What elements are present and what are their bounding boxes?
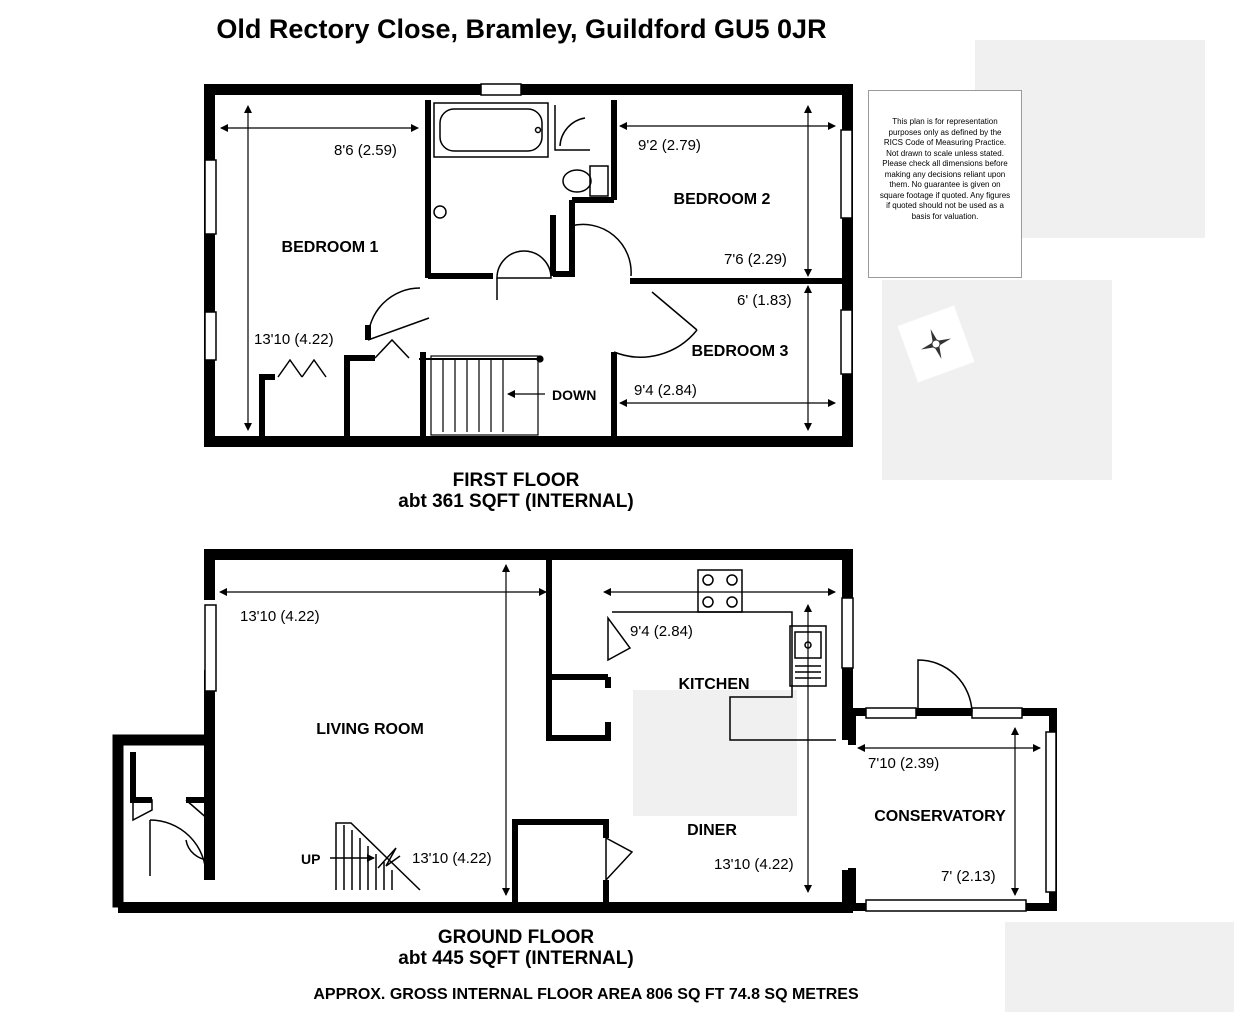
dim-living-room-length: 13'10 (4.22) (412, 850, 492, 867)
dim-conservatory-length: 7' (2.13) (941, 868, 996, 885)
room-label-conservatory: CONSERVATORY (874, 808, 1006, 825)
dim-conservatory-width: 7'10 (2.39) (868, 755, 939, 772)
stairs-up-label: UP (301, 851, 320, 867)
dim-bedroom-2-width: 9'2 (2.79) (638, 137, 701, 154)
room-label-diner: DINER (687, 822, 737, 839)
dim-bedroom-3-length: 6' (1.83) (737, 292, 792, 309)
room-label-kitchen: KITCHEN (678, 676, 749, 693)
first-floor-area: abt 361 SQFT (INTERNAL) (398, 491, 634, 512)
first-floor-dimension-lines (220, 105, 836, 431)
room-label-bedroom-3: BEDROOM 3 (692, 343, 789, 360)
room-label-bedroom-1: BEDROOM 1 (282, 239, 379, 256)
dim-bedroom-1-width: 8'6 (2.59) (334, 142, 397, 159)
disclaimer-text: This plan is for representation purposes… (879, 117, 1011, 221)
dim-diner-length: 13'10 (4.22) (714, 856, 794, 873)
dim-bedroom-3-width: 9'4 (2.84) (634, 382, 697, 399)
room-label-living-room: LIVING ROOM (316, 721, 424, 738)
compass-icon (897, 305, 975, 383)
room-label-bedroom-2: BEDROOM 2 (674, 191, 771, 208)
first-floor-labels: BEDROOM 1 BEDROOM 2 BEDROOM 3 8'6 (2.59)… (254, 137, 792, 403)
ground-floor-labels: LIVING ROOM KITCHEN DINER CONSERVATORY 1… (240, 608, 1006, 885)
dim-living-room-width: 13'10 (4.22) (240, 608, 320, 625)
dim-kitchen-width: 9'4 (2.84) (630, 623, 693, 640)
ground-floor-inner-walls (130, 555, 1057, 911)
first-floor-inner-walls (259, 100, 842, 436)
first-floor-walls (204, 84, 853, 447)
ground-floor-caption: GROUND FLOOR abt 445 SQFT (INTERNAL) (380, 927, 652, 969)
disclaimer-box: This plan is for representation purposes… (868, 90, 1022, 278)
ground-floor-dimension-lines (219, 564, 1041, 896)
dim-bedroom-2-length: 7'6 (2.29) (724, 251, 787, 268)
ground-floor-windows (204, 597, 1057, 912)
background-panel (633, 690, 797, 816)
first-floor-caption: FIRST FLOOR abt 361 SQFT (INTERNAL) (380, 470, 652, 512)
ground-floor-title: GROUND FLOOR (437, 927, 595, 948)
first-floor-windows (204, 83, 853, 375)
first-floor-title: FIRST FLOOR (452, 470, 580, 491)
background-panel (1005, 922, 1234, 1012)
dim-bedroom-1-length: 13'10 (4.22) (254, 331, 334, 348)
first-floor-fixtures (277, 102, 698, 378)
ground-floor-area: abt 445 SQFT (INTERNAL) (398, 948, 634, 969)
ground-floor-fixtures (132, 569, 973, 891)
first-floor-stairs (419, 355, 545, 436)
gross-area-footer: APPROX. GROSS INTERNAL FLOOR AREA 806 SQ… (313, 986, 859, 1003)
property-address-title: Old Rectory Close, Bramley, Guildford GU… (216, 14, 827, 44)
stairs-down-label: DOWN (552, 387, 596, 403)
